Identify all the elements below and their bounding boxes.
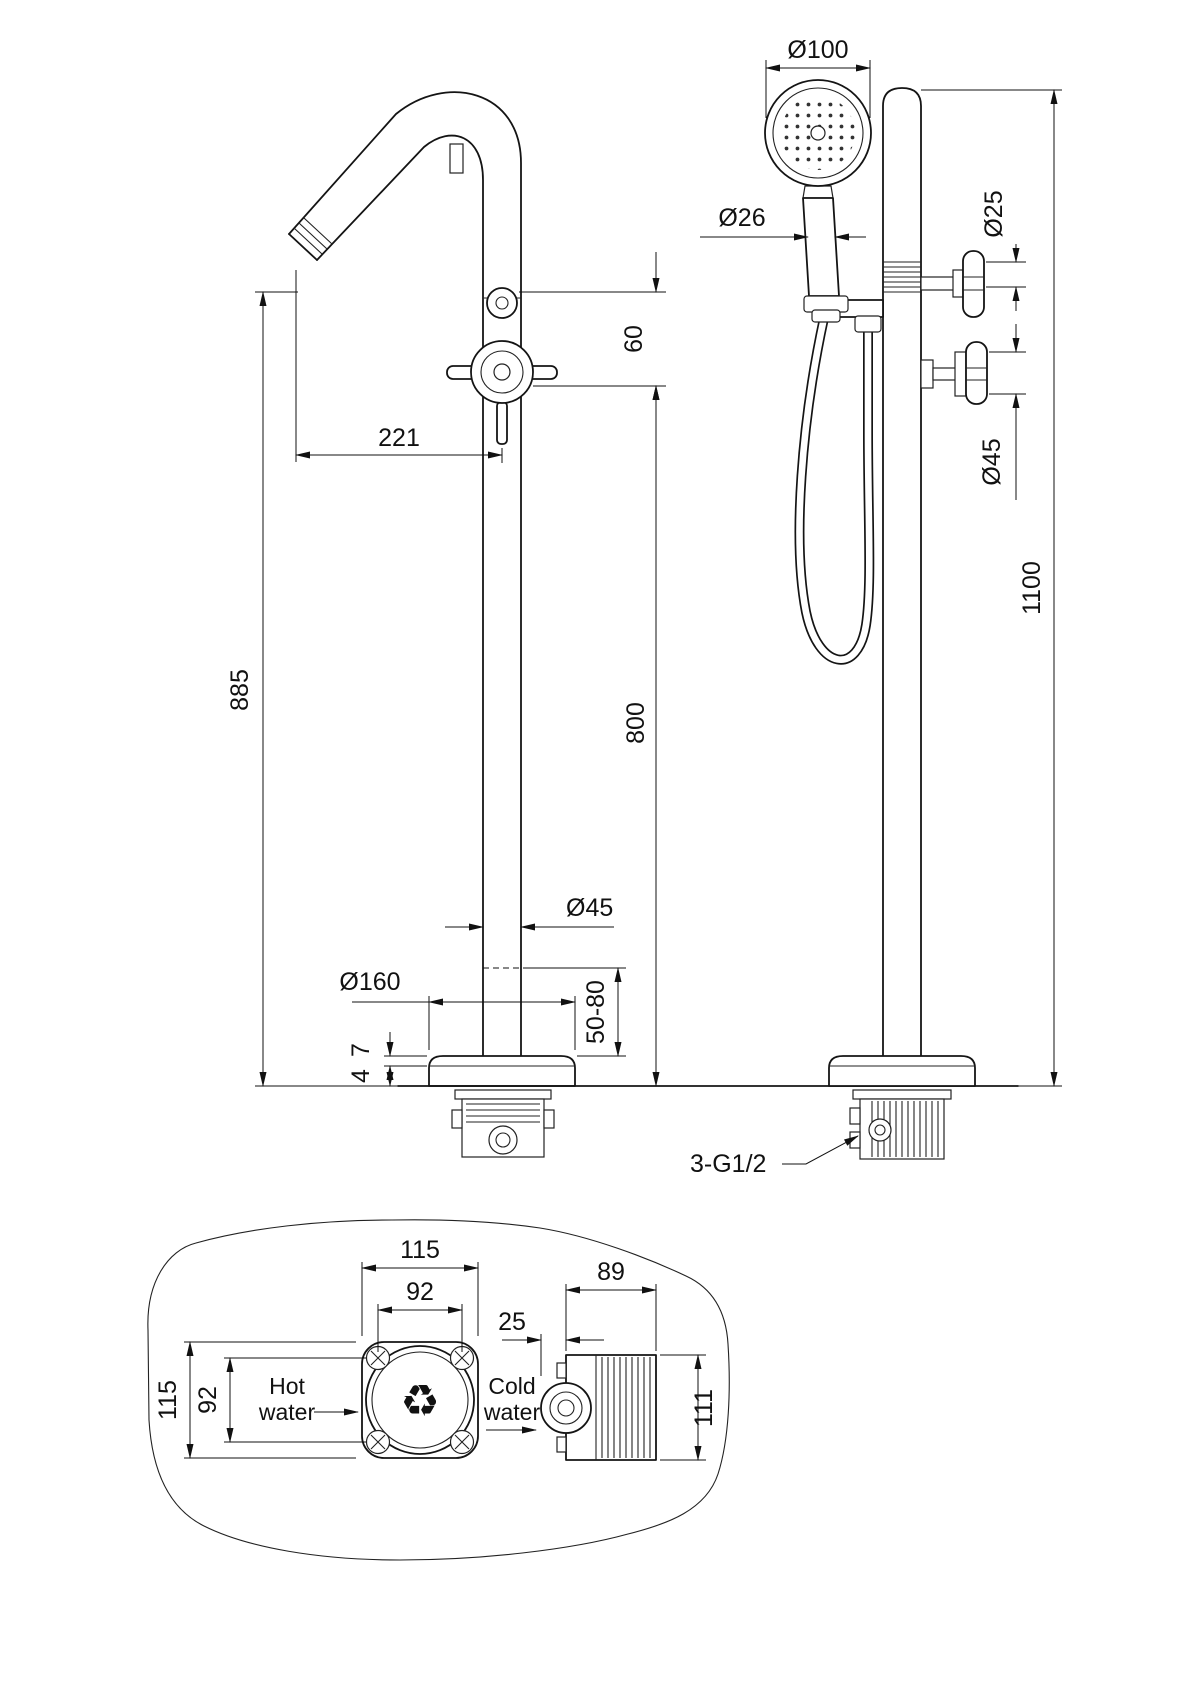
dim-total-height-label: 1100 — [1018, 561, 1046, 615]
hose-outlet-nut — [854, 315, 882, 333]
dim-plate-gap-label: 4 — [347, 1069, 375, 1083]
dim-head-diameter: Ø100 — [765, 36, 871, 118]
dim-bolt-spacing-d-label: 92 — [194, 1386, 222, 1414]
mounting-screw — [449, 1429, 475, 1455]
spout-and-riser-front — [288, 91, 522, 1057]
cold-water-label-line1: Cold — [488, 1373, 535, 1399]
dim-pipe-diameter: Ø45 — [445, 894, 614, 931]
dim-floor-range: 50-80 — [483, 967, 626, 1057]
dim-box-height-label: 111 — [690, 1389, 718, 1427]
dim-box-height: 111 — [660, 1354, 718, 1461]
dim-bolt-spacing-w-label: 92 — [406, 1278, 434, 1306]
dim-spout-height-label: 885 — [226, 669, 254, 711]
dim-offset-label: 25 — [498, 1308, 526, 1336]
dim-bolt-spacing-w: 92 — [377, 1278, 463, 1352]
knurled-band — [883, 261, 921, 293]
dim-base-diameter: Ø160 — [339, 968, 576, 1050]
recycle-icon: ♻ — [400, 1377, 439, 1426]
base-plate-front — [428, 1055, 576, 1087]
dim-base-diameter-label: Ø160 — [339, 968, 400, 996]
dim-valve-height-label: 800 — [622, 702, 650, 744]
detail-bubble-outline — [147, 1219, 730, 1561]
shower-hose — [794, 313, 875, 665]
dim-plate-details: 7 4 — [347, 1032, 427, 1087]
dim-plate-depth: 115 — [154, 1341, 356, 1459]
hot-water-label-line2: water — [258, 1399, 316, 1425]
hot-water-callout: Hot water — [258, 1373, 359, 1425]
dim-cross-diameter-label: Ø25 — [980, 190, 1008, 237]
dim-plate-width: 115 — [361, 1236, 479, 1336]
connection-callout: 3-G1/2 — [690, 1135, 859, 1178]
mounting-screw — [365, 1429, 391, 1455]
rough-in-front — [451, 1089, 555, 1158]
mounting-screw — [365, 1345, 391, 1371]
dim-floor-range-label: 50-80 — [582, 980, 610, 1044]
upper-cross-handle-side — [920, 250, 985, 318]
connection-label: 3-G1/2 — [690, 1150, 766, 1178]
dim-handle-diameter: Ø26 — [700, 204, 866, 241]
riser-pipe-side — [882, 87, 922, 1057]
cross-handle-front — [446, 340, 558, 445]
aerator-lines — [293, 217, 333, 255]
rough-in-box-plan — [540, 1354, 657, 1461]
dim-head-diameter-label: Ø100 — [787, 36, 848, 64]
dim-spout-height: 885 — [226, 291, 398, 1087]
dim-spout-reach-label: 221 — [378, 424, 420, 452]
diverter-knob-front — [486, 287, 518, 319]
dim-handle-offset: 60 — [519, 252, 666, 426]
dim-valve-height: 800 — [622, 385, 660, 1087]
lower-cross-handle-side — [920, 341, 988, 405]
dim-pipe-diameter-label: Ø45 — [566, 894, 613, 922]
dim-handle-diameter-label: Ø26 — [718, 204, 765, 232]
spout-joint-collar — [449, 143, 464, 174]
dim-valve-diameter-label: Ø45 — [978, 438, 1006, 485]
dim-total-height: 1100 — [921, 89, 1062, 1087]
dim-plate-lip-label: 7 — [347, 1043, 375, 1057]
cold-water-callout: Cold water — [483, 1373, 541, 1434]
shower-hose-inner — [796, 314, 873, 663]
dim-plate-depth-label: 115 — [154, 1380, 182, 1420]
handset-cone — [811, 309, 841, 323]
mounting-plate-plan: ♻ — [361, 1341, 479, 1459]
dim-cross-diameter: Ø25 — [980, 190, 1026, 311]
plan-detail-view: ♻ — [147, 1219, 730, 1561]
dim-box-width-label: 89 — [597, 1258, 625, 1286]
hot-water-label-line1: Hot — [269, 1373, 305, 1399]
side-view: Ø100 Ø26 Ø25 Ø45 1100 — [690, 36, 1062, 1178]
hand-shower-handle — [802, 185, 840, 297]
hand-shower-head — [764, 79, 872, 187]
base-plate-side — [828, 1055, 976, 1087]
dim-bolt-spacing-d: 92 — [194, 1357, 366, 1443]
dim-handle-offset-label: 60 — [620, 325, 648, 353]
front-view: 221 60 885 800 Ø45 — [226, 91, 666, 1158]
dim-offset: 25 — [498, 1308, 604, 1376]
mounting-screw — [449, 1345, 475, 1371]
dim-plate-width-label: 115 — [400, 1236, 440, 1264]
dim-valve-diameter: Ø45 — [978, 324, 1026, 500]
cold-water-label-line2: water — [483, 1399, 541, 1425]
dim-box-width: 89 — [565, 1258, 657, 1351]
rough-in-side — [849, 1089, 952, 1160]
dim-spout-reach: 221 — [295, 270, 503, 463]
